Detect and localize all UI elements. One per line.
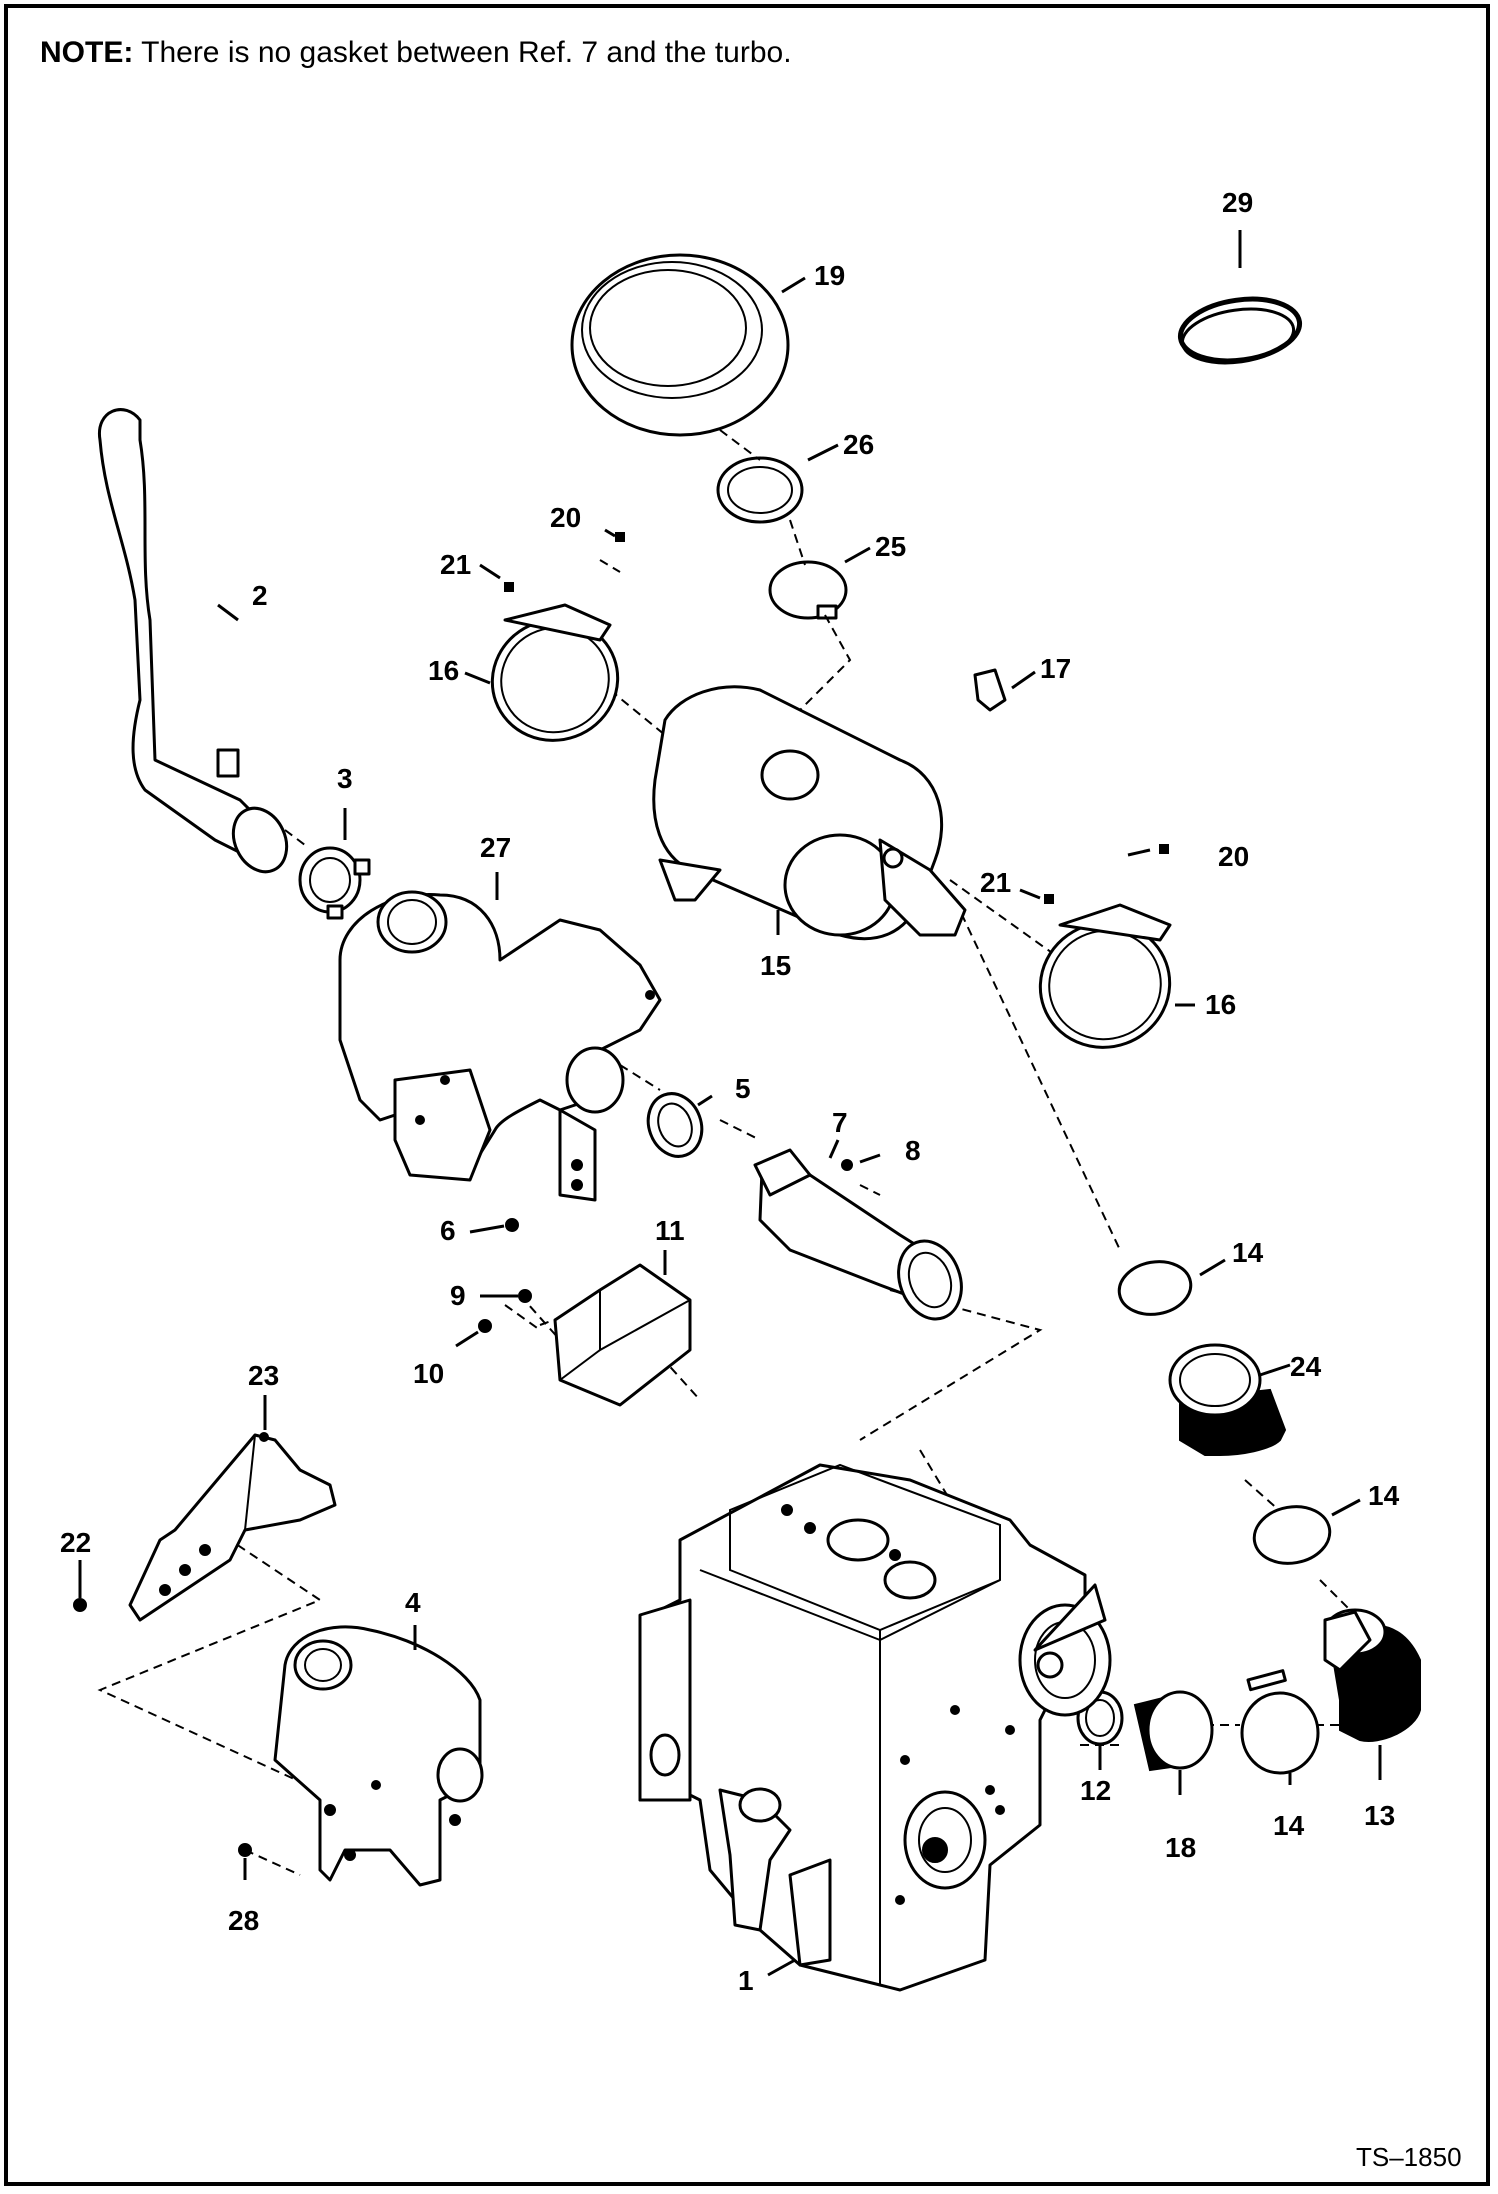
part-17-valve	[973, 668, 1007, 712]
callout-18: 18	[1165, 1832, 1196, 1863]
callout-14a: 14	[1232, 1237, 1264, 1268]
callout-9: 9	[450, 1280, 466, 1311]
callout-20a: 20	[550, 502, 581, 533]
part-4-shield	[273, 1625, 484, 1887]
callout-16b: 16	[1205, 989, 1236, 1020]
callout-28: 28	[228, 1905, 259, 1936]
drawing-id: TS–1850	[1356, 2142, 1462, 2172]
callout-12: 12	[1080, 1775, 1111, 1806]
part-16-band-left	[490, 603, 620, 742]
callout-27: 27	[480, 832, 511, 863]
part-24-hose	[1168, 1343, 1287, 1456]
part-13-elbow	[1323, 1608, 1421, 1742]
callout-11: 11	[655, 1215, 685, 1246]
part-2-tube	[98, 408, 289, 874]
callout-24: 24	[1290, 1351, 1322, 1382]
callout-17: 17	[1040, 653, 1071, 684]
callout-6: 6	[440, 1215, 456, 1246]
callout-8: 8	[905, 1135, 921, 1166]
part-7-pipe	[753, 1148, 963, 1321]
part-5-gasket	[646, 1092, 704, 1158]
part-27-shield	[338, 890, 662, 1202]
fasteners-misc	[73, 1218, 519, 1857]
part-23-bracket	[128, 1432, 337, 1622]
callout-1: 1	[738, 1965, 754, 1996]
callout-13: 13	[1364, 1800, 1395, 1831]
callout-23: 23	[248, 1360, 279, 1391]
callout-4: 4	[405, 1587, 421, 1618]
part-16-band-right	[1038, 903, 1172, 1049]
callout-21a: 21	[440, 549, 471, 580]
callout-5: 5	[735, 1073, 751, 1104]
callout-14c: 14	[1273, 1810, 1305, 1841]
part-15-air-cleaner	[652, 685, 967, 941]
callout-29: 29	[1222, 187, 1253, 218]
callout-3: 3	[337, 763, 353, 794]
part-18-coupler	[1133, 1690, 1214, 1772]
part-3-clamp	[298, 846, 371, 920]
callout-14b: 14	[1368, 1480, 1400, 1511]
part-14-clamp-middle	[1252, 1505, 1332, 1565]
callout-21b: 21	[980, 867, 1011, 898]
part-1-engine	[638, 1463, 1112, 1992]
callout-15: 15	[760, 950, 791, 981]
part-29-seal	[1177, 296, 1303, 365]
callout-19: 19	[814, 260, 845, 291]
fasteners-20-21	[504, 532, 1169, 904]
callout-7: 7	[832, 1107, 848, 1138]
callout-16a: 16	[428, 655, 459, 686]
callout-25: 25	[875, 531, 906, 562]
leader-lines	[78, 230, 1382, 1977]
part-26-ring	[716, 456, 804, 524]
callout-10: 10	[413, 1358, 444, 1389]
callout-22: 22	[60, 1527, 91, 1558]
callout-labels: 29 19 26 25 20 21 2 16 17 3 27 15 20 21 …	[60, 187, 1400, 1996]
callout-20b: 20	[1218, 841, 1249, 872]
note-text: NOTE: There is no gasket between Ref. 7 …	[40, 36, 792, 70]
note-body: There is no gasket between Ref. 7 and th…	[141, 36, 792, 69]
part-25-clamp	[768, 560, 848, 620]
part-14-clamp-upper	[1117, 1260, 1193, 1316]
part-11-bracket	[478, 1263, 692, 1407]
callout-26: 26	[843, 429, 874, 460]
part-14-clamp-lower	[1240, 1669, 1320, 1775]
part-19-cover	[570, 253, 790, 437]
callout-2: 2	[252, 580, 268, 611]
note-label: NOTE:	[40, 36, 134, 69]
